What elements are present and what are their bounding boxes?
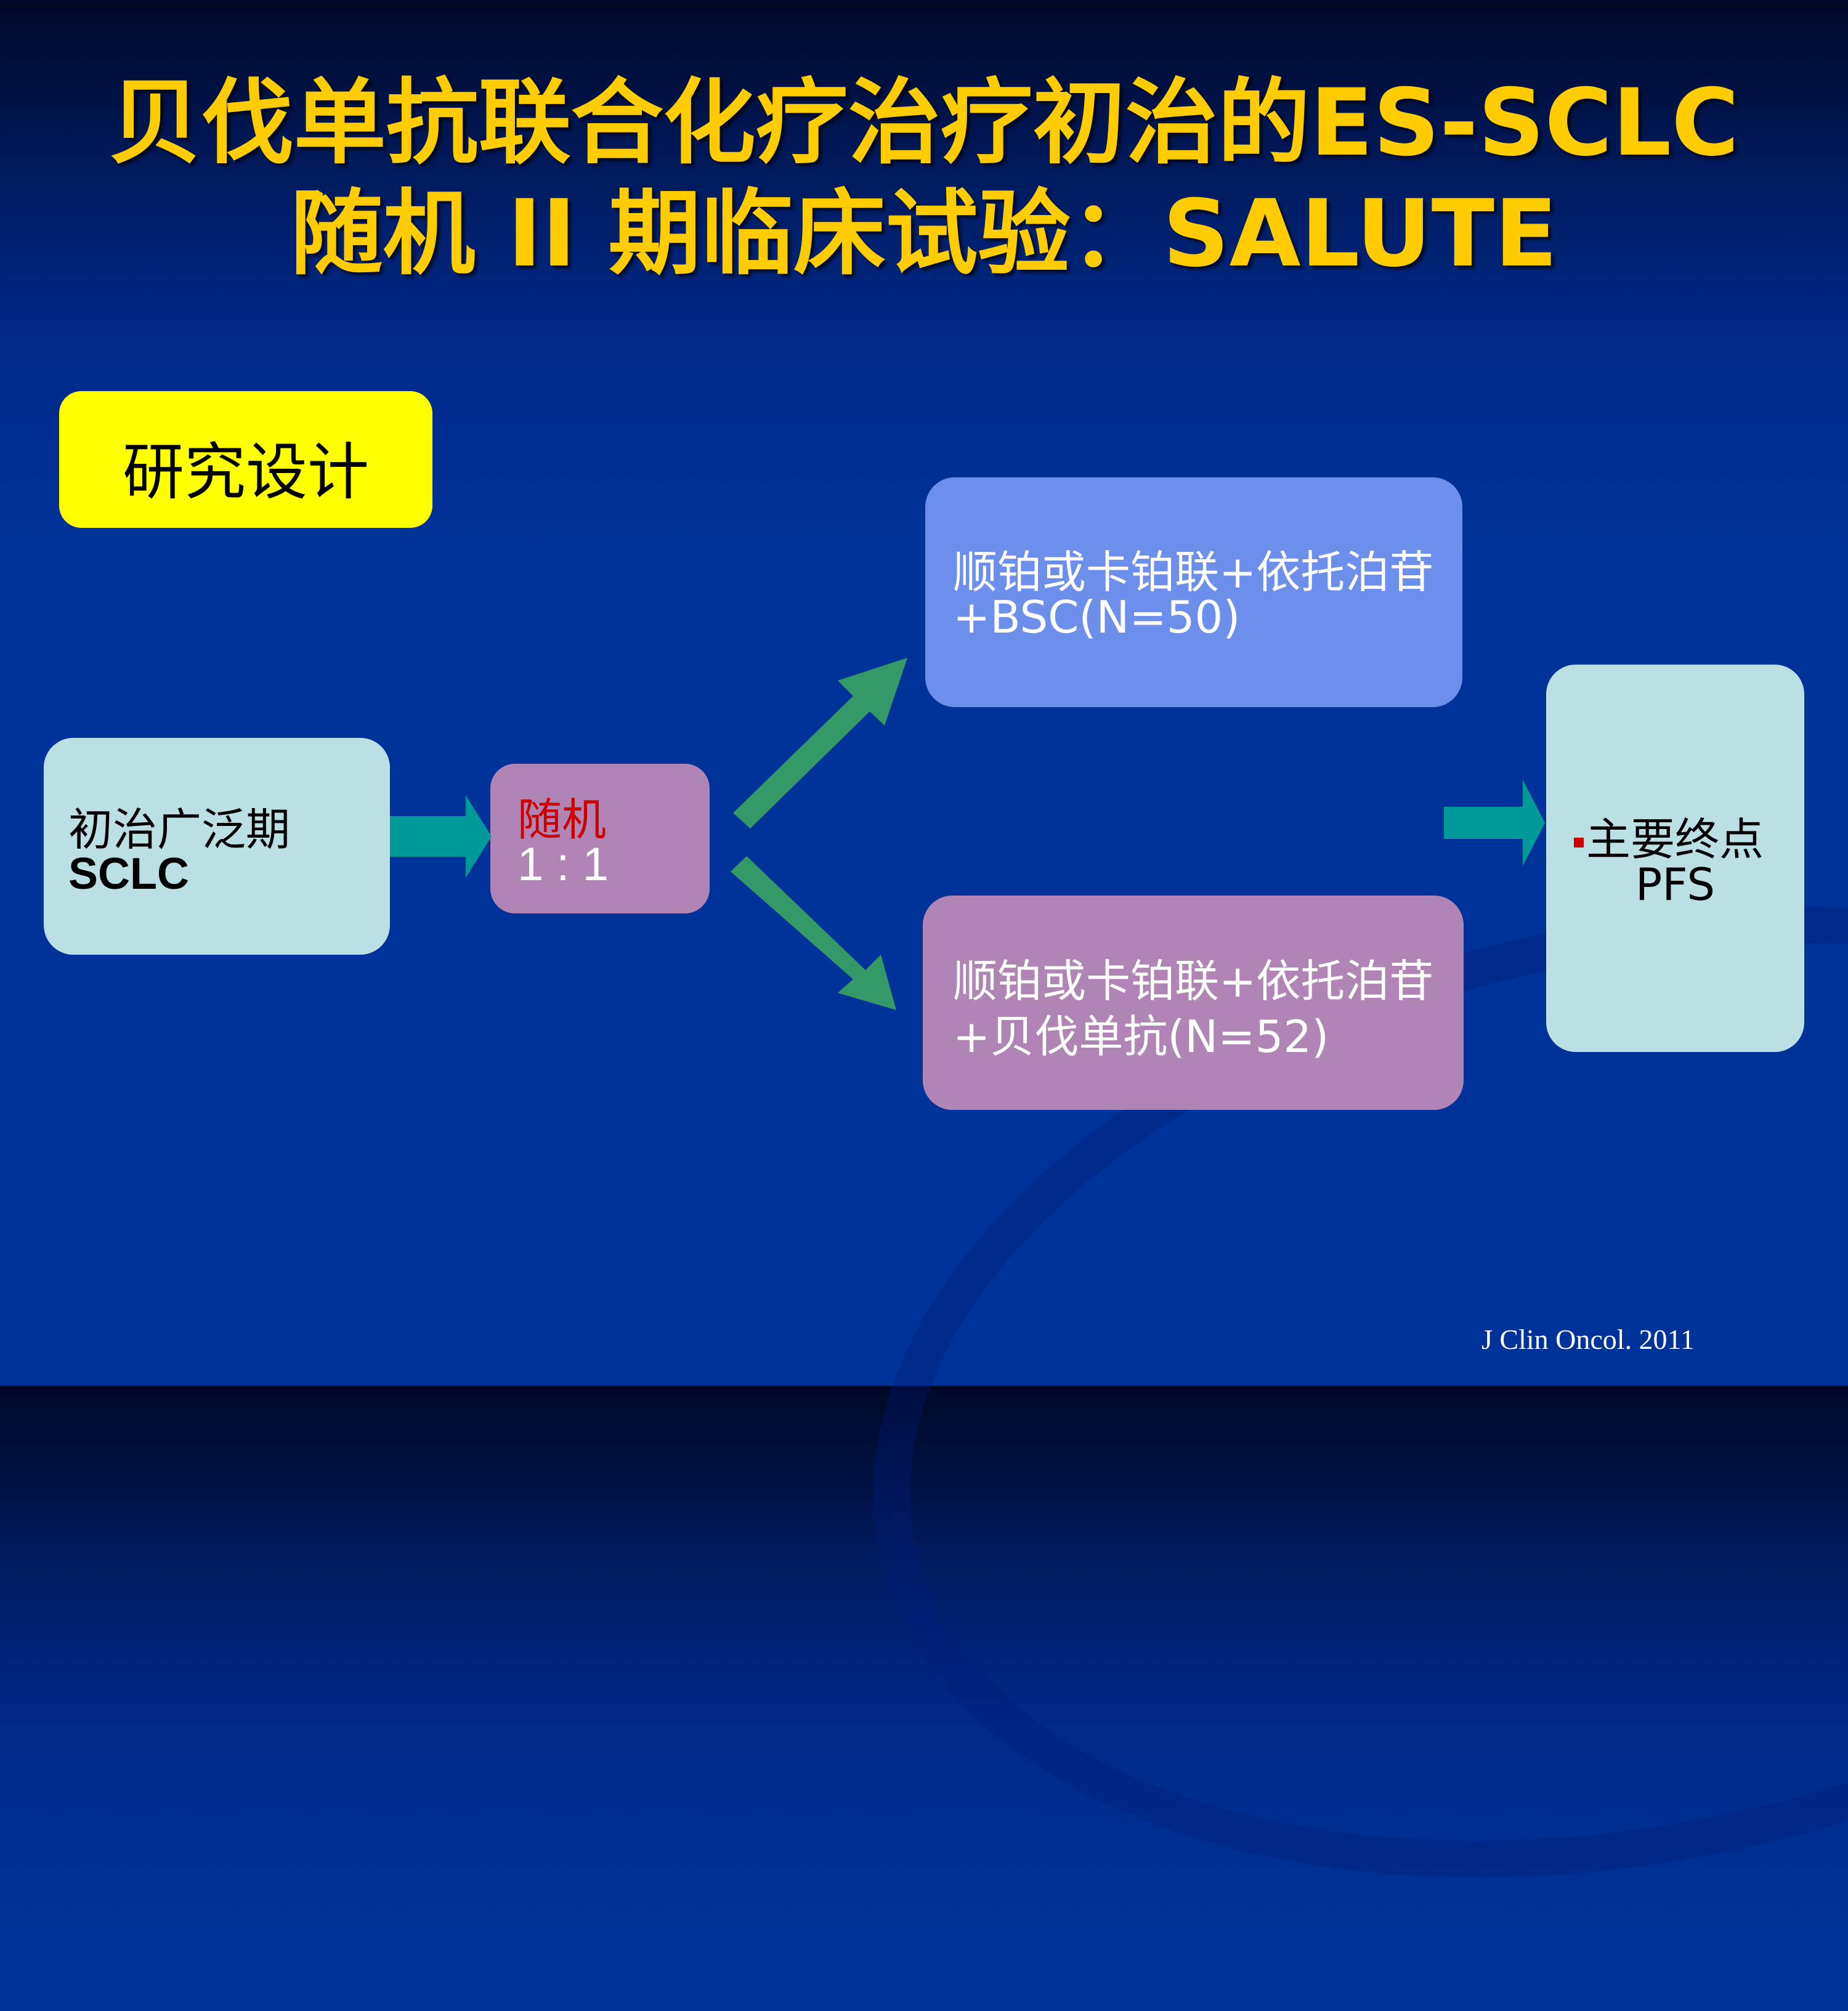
study-design-text: 研究设计 — [123, 436, 369, 508]
bev-arm-line2: +贝伐单抗(N=52) — [953, 1011, 1329, 1062]
arrow-right-icon — [1444, 780, 1545, 866]
slide-title-line1: 贝伐单抗联合化疗治疗初治的ES-SCLC — [108, 70, 1740, 177]
randomization-box: 随机 1 : 1 — [490, 764, 710, 913]
bevacizumab-arm-box: 顺铂或卡铂联+依托泊苷 +贝伐单抗(N=52) — [923, 896, 1464, 1110]
endpoint-value: PFS — [1635, 859, 1716, 910]
endpoint-line1: 主要终点 — [1574, 803, 1764, 868]
slide-title-line2: 随机 II 期临床试验：SALUTE — [290, 180, 1558, 288]
study-design-label: 研究设计 — [59, 391, 432, 528]
arrow-right-icon — [390, 795, 492, 878]
randomization-ratio: 1 : 1 — [517, 838, 609, 891]
control-arm-box: 顺铂或卡铂联+依托泊苷 +BSC(N=50) — [925, 477, 1462, 707]
arrow-up-right-icon — [733, 658, 907, 828]
population-line2: SCLC — [68, 849, 189, 899]
arrow-down-right-icon — [731, 856, 896, 1010]
control-arm-line2: +BSC(N=50) — [953, 591, 1241, 643]
citation: J Clin Oncol. 2011 — [1481, 1324, 1695, 1355]
control-arm-line1: 顺铂或卡铂联+依托泊苷 — [953, 546, 1434, 598]
endpoint-label: 主要终点 — [1586, 814, 1764, 865]
population-line1: 初治广泛期 — [68, 804, 291, 856]
flow-arrows — [390, 658, 1545, 1010]
bev-arm-line1: 顺铂或卡铂联+依托泊苷 — [953, 955, 1434, 1007]
randomization-label: 随机 — [517, 794, 607, 846]
population-box: 初治广泛期 SCLC — [44, 738, 390, 955]
endpoint-box: 主要终点 PFS — [1546, 665, 1804, 1052]
bullet-square-icon — [1574, 838, 1584, 848]
